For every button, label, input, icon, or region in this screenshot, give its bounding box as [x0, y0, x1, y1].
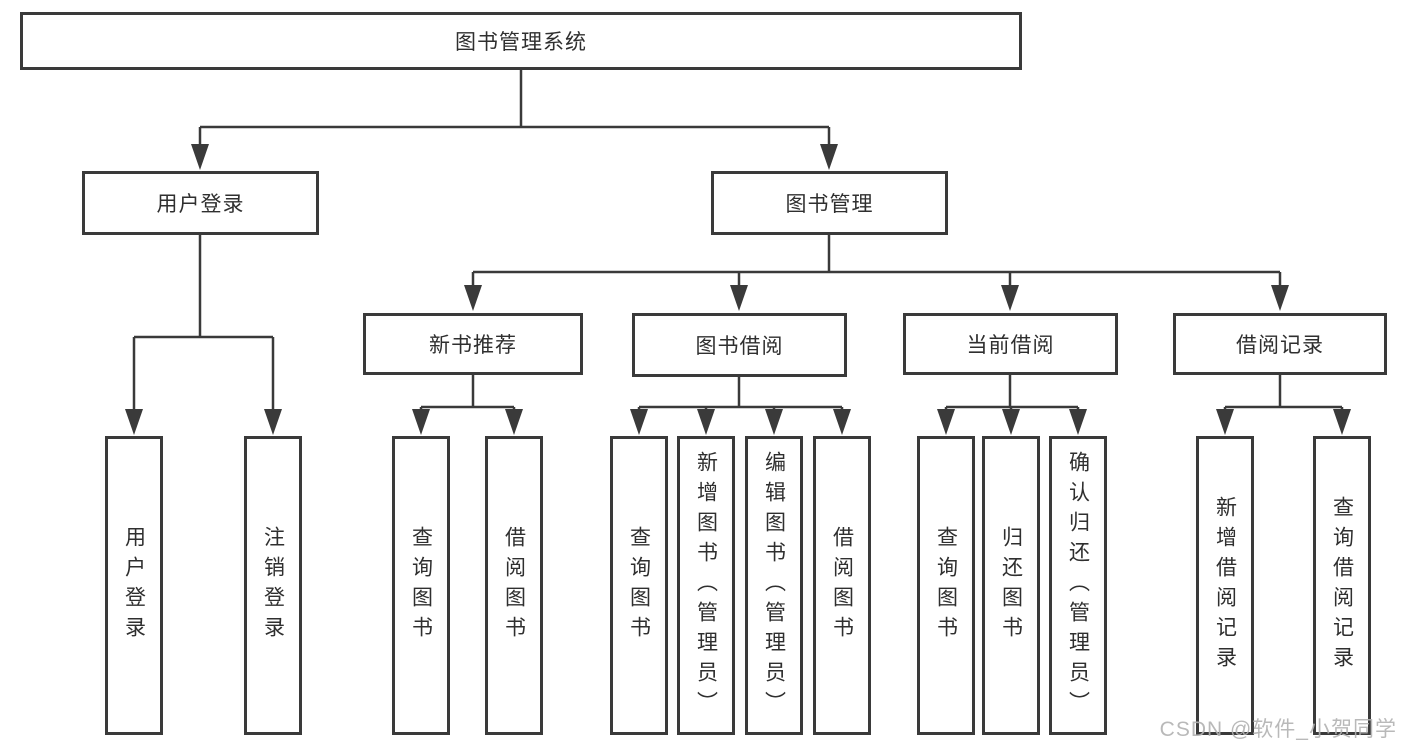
node-user-login: 用户登录 [82, 171, 319, 235]
leaf-records-query-record: 查询借阅记录 [1313, 436, 1371, 735]
leaf-recommend-query-books: 查询图书 [392, 436, 450, 735]
leaf-current-confirm-return-admin: 确认归还（管理员） [1049, 436, 1107, 735]
node-borrow-records-label: 借阅记录 [1236, 334, 1324, 357]
leaf-borrow-edit-books-admin: 编辑图书（管理员） [745, 436, 803, 735]
leaf-logout: 注销登录 [244, 436, 302, 735]
node-user-login-label: 用户登录 [156, 193, 245, 216]
node-book-borrow: 图书借阅 [632, 313, 847, 377]
node-system-root: 图书管理系统 [20, 12, 1022, 70]
leaf-user-login-label: 用户登录 [122, 525, 146, 646]
node-system-root-label: 图书管理系统 [455, 31, 587, 54]
node-current-borrow: 当前借阅 [903, 313, 1118, 375]
leaf-current-query-books-label: 查询图书 [934, 525, 958, 646]
leaf-borrow-borrow-books-label: 借阅图书 [830, 525, 854, 646]
leaf-borrow-query-books: 查询图书 [610, 436, 668, 735]
leaf-recommend-query-books-label: 查询图书 [409, 525, 433, 646]
node-book-borrow-label: 图书借阅 [695, 335, 784, 358]
leaf-records-add-record: 新增借阅记录 [1196, 436, 1254, 735]
leaf-user-login: 用户登录 [105, 436, 163, 735]
leaf-borrow-add-books-admin: 新增图书（管理员） [677, 436, 735, 735]
leaf-records-add-record-label: 新增借阅记录 [1213, 495, 1237, 676]
leaf-borrow-query-books-label: 查询图书 [627, 525, 651, 646]
leaf-current-return-books: 归还图书 [982, 436, 1040, 735]
leaf-borrow-add-books-admin-label: 新增图书（管理员） [694, 450, 718, 721]
node-borrow-records: 借阅记录 [1173, 313, 1387, 375]
leaf-records-query-record-label: 查询借阅记录 [1330, 495, 1354, 676]
leaf-recommend-borrow-books-label: 借阅图书 [502, 525, 526, 646]
watermark: CSDN @软件_小贺同学 [1159, 718, 1397, 741]
leaf-current-query-books: 查询图书 [917, 436, 975, 735]
leaf-recommend-borrow-books: 借阅图书 [485, 436, 543, 735]
leaf-current-confirm-return-admin-label: 确认归还（管理员） [1066, 450, 1090, 721]
leaf-current-return-books-label: 归还图书 [999, 525, 1023, 646]
node-current-borrow-label: 当前借阅 [966, 334, 1055, 357]
node-new-book-recommend-label: 新书推荐 [429, 334, 517, 357]
node-book-management-label: 图书管理 [785, 193, 874, 216]
leaf-borrow-edit-books-admin-label: 编辑图书（管理员） [762, 450, 786, 721]
leaf-borrow-borrow-books: 借阅图书 [813, 436, 871, 735]
node-new-book-recommend: 新书推荐 [363, 313, 583, 375]
node-book-management: 图书管理 [711, 171, 948, 235]
leaf-logout-label: 注销登录 [261, 525, 285, 646]
